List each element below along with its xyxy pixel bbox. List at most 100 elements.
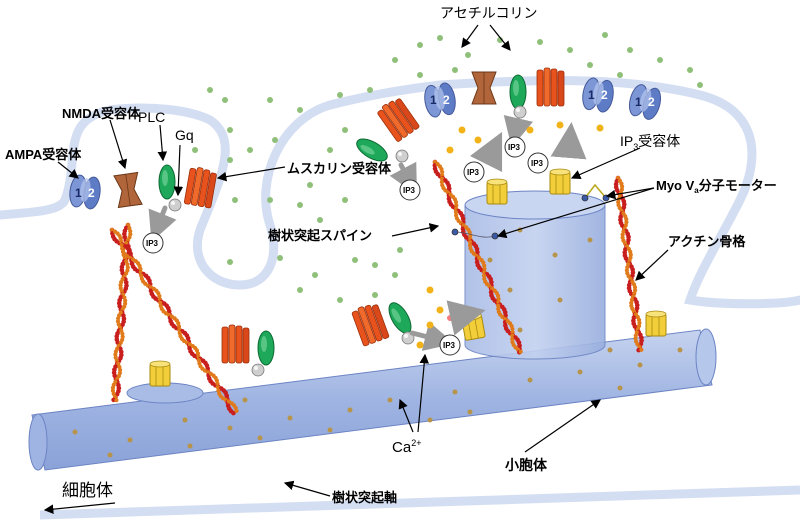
spine-label: 樹状突起スパイン [268,228,372,243]
actin-bead [439,176,445,181]
dendrite-label: 樹状突起軸 [332,490,397,505]
acetylcholine-dot [297,287,303,293]
ampa-digit: 2 [601,88,608,102]
ip3-label: IP3 [403,186,416,195]
ampa-digit: 2 [648,95,655,109]
ip3-label: IP3 [146,239,159,248]
acetylcholine-dot [267,97,273,103]
acetylcholine-dot [317,217,323,223]
er-dot [527,377,533,383]
acetylcholine-dot [392,57,398,63]
acetylcholine-label: アセチルコリン [440,5,537,21]
calcium-dot [416,341,424,349]
acetylcholine-dot [222,97,228,103]
calcium-dot [556,121,564,129]
er-dot [287,415,293,421]
calcium-dot [426,286,434,294]
actin-bead [495,293,501,298]
actin-bead [119,243,124,248]
acetylcholine-dot [417,72,423,78]
actin-bead [639,347,644,352]
er-dot [677,347,683,353]
er-calcium-stores [72,227,683,458]
actin-bead [496,296,501,301]
nmda-receptor-top [471,71,497,105]
acetylcholine-dot [587,62,593,68]
actin-bead [118,283,123,288]
ip3-receptor [486,178,508,205]
calcium-dot [446,146,454,154]
actin-bead [482,266,487,271]
acetylcholine-dot [657,57,663,63]
actin-bead [620,232,625,237]
actin-bead [120,331,125,336]
actin-bead [624,217,629,222]
actin-bead [481,273,487,278]
myo-va-label: Myo Va分子モーター [656,178,777,195]
muscarinic-receptor-shaft [221,324,250,364]
acetylcholine-dot [327,147,333,153]
actin-bead [460,216,466,222]
acetylcholine-dot [687,67,693,73]
calcium-label: Ca2+ [392,438,421,456]
er-dot [617,385,623,391]
ip3-label: IP3 [443,341,456,350]
acetylcholine-dot [192,147,198,153]
acetylcholine-dot [392,272,398,278]
ampa-digit: 1 [588,88,595,102]
actin-filaments [109,159,644,416]
ip3-binding-arrows [446,122,587,336]
acetylcholine-dot [232,197,238,203]
ip3-molecules: IP3 IP3 IP3 IP3 IP3 IP3 [142,136,549,356]
ampa-digit: 1 [430,93,437,107]
muscarinic-receptor-spine [375,95,421,143]
actin-bead [158,300,163,305]
er-dot [487,257,493,263]
acetylcholine-dot [297,202,303,208]
actin-bead [123,298,128,303]
er-dot [607,347,613,353]
er-label: 小胞体 [505,457,548,473]
muscarinic-receptor-top [536,67,565,107]
spine-apparatus [464,190,606,360]
actin-bead [628,252,633,257]
acetylcholine-dot [227,127,233,133]
acetylcholine-dot [312,272,318,278]
er-dot [552,252,558,258]
muscarinic-receptor-lower [350,301,390,347]
actin-bead [637,320,642,326]
actin-bead [157,293,162,299]
actin-bead [453,200,459,205]
actin-bead [113,352,118,357]
actin-bead [138,266,143,272]
actin-bead [114,398,119,403]
plc-top [509,74,527,110]
acetylcholine-molecules [192,32,703,303]
acetylcholine-dot [277,255,283,261]
calcium-dot [426,321,434,329]
acetylcholine-dot [617,72,623,78]
actin-bead [214,378,219,383]
acetylcholine-dot [352,257,358,263]
ip3-receptor-label: IP3受容体 [620,133,680,152]
ip3-receptor [549,168,571,195]
er-dot [347,407,353,413]
acetylcholine-dot [272,137,278,143]
actin-bead [118,236,123,241]
er-dot [637,362,643,368]
actin-bead [625,265,630,270]
actin-bead [510,326,515,332]
actin-bead [446,186,452,191]
actin-bead [454,203,459,208]
er-dot [127,437,133,443]
gq-label: Gq [175,127,194,143]
label-pointers [43,24,669,514]
ampa-digit: 2 [443,93,450,107]
ip3-label: IP3 [467,168,480,177]
acetylcholine-dot [342,197,348,203]
er-dot [452,389,458,395]
gq-top [513,105,527,119]
acetylcholine-dot [337,92,343,98]
soma-label: 細胞体 [62,481,113,500]
